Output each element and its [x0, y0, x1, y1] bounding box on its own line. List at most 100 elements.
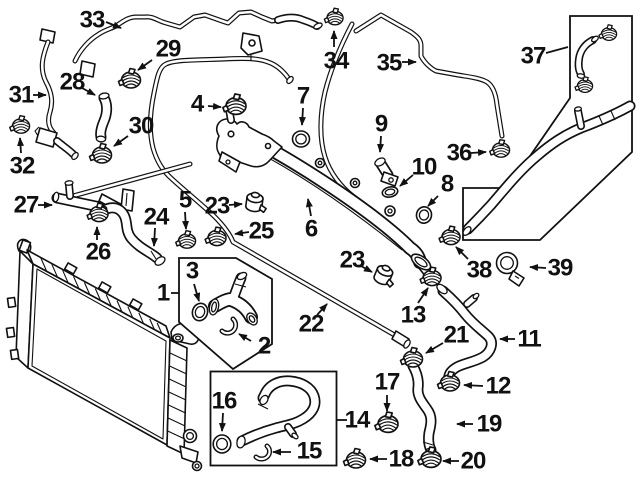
callout-leader-line [455, 246, 469, 260]
callout-34[interactable]: 34 [324, 30, 351, 75]
part-number-label[interactable]: 39 [548, 255, 574, 282]
part-number-label[interactable]: 8 [441, 171, 455, 198]
callout-5[interactable]: 5 [179, 187, 193, 230]
clamp-32-icon [9, 114, 31, 134]
clamp-21-icon [399, 346, 424, 368]
part-number-label[interactable]: 9 [375, 111, 389, 138]
callout-18[interactable]: 18 [369, 446, 415, 473]
callout-leader-line [360, 265, 373, 273]
callout-31[interactable]: 31 [9, 82, 47, 109]
callout-23[interactable]: 23 [205, 193, 243, 220]
part-number-label[interactable]: 16 [212, 388, 238, 415]
callout-12[interactable]: 12 [463, 373, 512, 400]
clamp-25-icon [204, 226, 227, 247]
part-number-label[interactable]: 15 [297, 438, 323, 465]
part-number-label[interactable]: 25 [249, 218, 275, 245]
callout-37[interactable]: 37 [521, 43, 569, 70]
callout-8[interactable]: 8 [427, 171, 455, 207]
callout-29[interactable]: 29 [137, 36, 182, 71]
callout-38[interactable]: 38 [455, 246, 493, 284]
clamp-30-icon [88, 142, 113, 164]
callout-6[interactable]: 6 [305, 198, 319, 243]
callout-30[interactable]: 30 [113, 113, 155, 147]
callout-leader-line [545, 46, 569, 54]
callout-leader-line [305, 198, 313, 217]
part-number-label[interactable]: 28 [60, 69, 86, 96]
callout-13[interactable]: 13 [401, 287, 429, 329]
callout-1[interactable]: 1 [157, 280, 179, 307]
callout-leader-line [234, 229, 250, 237]
callout-19[interactable]: 19 [456, 411, 503, 438]
callout-39[interactable]: 39 [529, 255, 574, 282]
part-number-label[interactable]: 35 [377, 50, 403, 77]
callout-24[interactable]: 24 [144, 204, 171, 247]
callout-leader-line [113, 135, 129, 147]
part-number-label[interactable]: 6 [305, 216, 319, 243]
part-number-label[interactable]: 2 [258, 333, 272, 360]
part-number-label[interactable]: 11 [517, 326, 542, 353]
callout-11[interactable]: 11 [499, 326, 542, 353]
clamp-34-icon [323, 7, 344, 26]
part-number-label[interactable]: 29 [156, 36, 182, 63]
part-number-label[interactable]: 1 [157, 280, 171, 307]
part-number-label[interactable]: 30 [129, 113, 155, 140]
callout-2[interactable]: 2 [238, 333, 272, 360]
callout-leader-line [105, 21, 122, 29]
part-number-label[interactable]: 24 [144, 204, 171, 231]
part-number-label[interactable]: 20 [461, 448, 487, 475]
part-number-label[interactable]: 18 [389, 446, 415, 473]
callout-25[interactable]: 25 [234, 218, 275, 245]
part-number-label[interactable]: 31 [9, 82, 35, 109]
callout-9[interactable]: 9 [375, 111, 389, 153]
part-number-label[interactable]: 5 [179, 187, 193, 214]
callout-leader-line [425, 342, 444, 354]
mount-23-icon [244, 190, 269, 214]
part-number-label[interactable]: 33 [80, 7, 106, 34]
part-number-label[interactable]: 7 [297, 83, 311, 110]
callout-35[interactable]: 35 [377, 50, 417, 77]
callout-22[interactable]: 22 [299, 303, 328, 338]
part-number-label[interactable]: 4 [191, 91, 206, 118]
part-number-label[interactable]: 26 [86, 239, 112, 266]
part-number-label[interactable]: 21 [444, 322, 470, 349]
callout-leader-line [238, 333, 252, 342]
part-number-label[interactable]: 14 [345, 407, 372, 434]
part-number-label[interactable]: 37 [521, 43, 547, 70]
callout-28[interactable]: 28 [60, 69, 96, 96]
callout-20[interactable]: 20 [442, 448, 487, 475]
part-number-label[interactable]: 10 [412, 154, 438, 181]
part-number-label[interactable]: 27 [14, 192, 40, 219]
grommet-39 [495, 251, 525, 287]
part-number-label[interactable]: 22 [299, 311, 325, 338]
callout-15[interactable]: 15 [272, 438, 323, 465]
callout-32[interactable]: 32 [10, 137, 36, 180]
part-number-label[interactable]: 23 [340, 247, 366, 274]
part-number-label[interactable]: 13 [401, 302, 427, 329]
callout-7[interactable]: 7 [297, 83, 311, 126]
callout-21[interactable]: 21 [425, 322, 470, 354]
part-number-label[interactable]: 3 [186, 258, 200, 285]
callout-27[interactable]: 27 [14, 192, 53, 219]
part-number-label[interactable]: 36 [447, 140, 473, 167]
part-number-label[interactable]: 32 [10, 153, 36, 180]
callout-26[interactable]: 26 [86, 226, 112, 266]
part-number-label[interactable]: 17 [375, 369, 401, 396]
callout-23[interactable]: 23 [340, 247, 373, 274]
callout-leader-line [207, 102, 222, 110]
callout-36[interactable]: 36 [447, 140, 487, 167]
part-number-label[interactable]: 34 [324, 48, 351, 75]
callout-4[interactable]: 4 [191, 91, 222, 118]
callout-16[interactable]: 16 [212, 388, 238, 432]
part-number-label[interactable]: 12 [486, 373, 512, 400]
callout-14[interactable]: 14 [337, 407, 372, 434]
callout-3[interactable]: 3 [186, 258, 201, 302]
callout-17[interactable]: 17 [375, 369, 401, 412]
callout-10[interactable]: 10 [399, 154, 438, 187]
part-number-label[interactable]: 19 [477, 411, 503, 438]
part-number-label[interactable]: 23 [205, 193, 231, 220]
radiator [5, 238, 203, 472]
part-number-label[interactable]: 38 [467, 257, 493, 284]
callout-33[interactable]: 33 [80, 7, 122, 34]
callout-leader-line [470, 149, 487, 157]
callout-leader-line [150, 227, 158, 247]
